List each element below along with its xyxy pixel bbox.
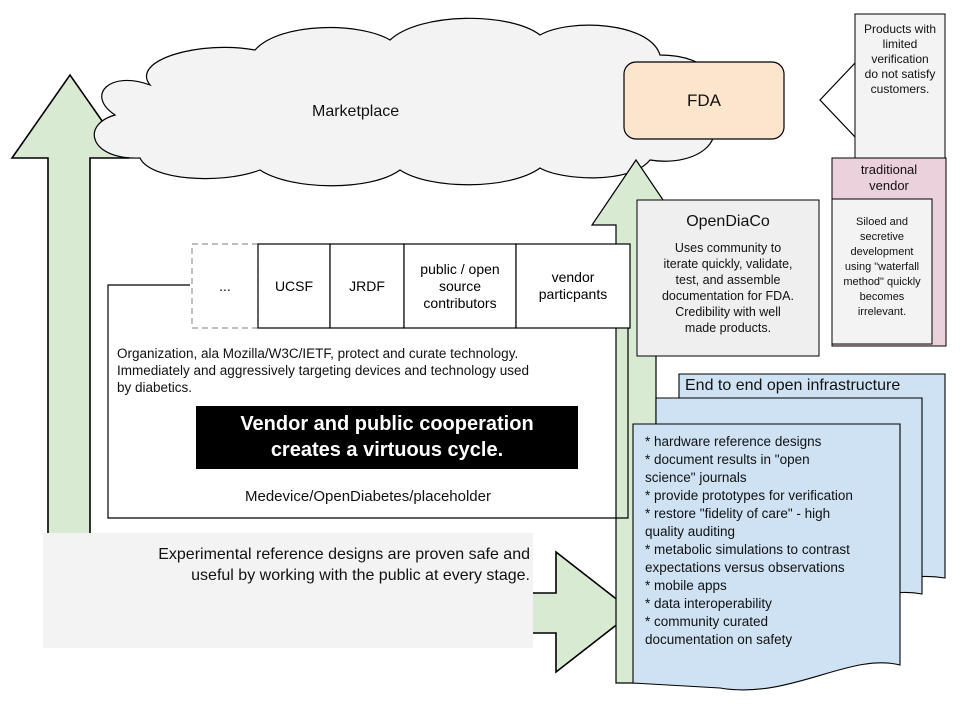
cooperation-banner: Vendor and public cooperation creates a … [240,413,534,461]
marketplace-label: Marketplace [312,103,400,120]
traditional-vendor-label: traditional vendor [860,162,918,193]
traditional-vendor-inner [831,198,933,345]
opendiaco-title: OpenDiaCo [686,213,770,230]
opendiaco-description: Uses community to iterate quickly, valid… [661,241,794,335]
marketplace-cloud [93,17,715,187]
org-name: Medevice/OpenDiabetes/placeholder [245,488,491,505]
fda-box [623,61,785,140]
org-cell-dashed-box [191,243,259,329]
org-cell-box-public [403,243,517,329]
infra-item: * provide prototypes for verification [645,488,853,503]
infra-item: * mobile apps [645,578,727,593]
infra-item: * hardware reference designs [645,434,822,449]
org-cell-ellipsis: ... [219,277,231,294]
infra-item: expectations versus observations [645,560,845,575]
org-description: Organization, ala Mozilla/W3C/IETF, prot… [117,346,529,395]
infrastructure-title: End to end open infrastructure [685,377,901,394]
infra-item: * community curated [645,614,769,629]
infra-item: * metabolic simulations to contrast [645,542,850,557]
infra-item: * data interoperability [645,596,772,611]
infra-doc-front [632,423,901,691]
org-cell-public-contributors: public / open source contributors [420,260,500,311]
cooperation-banner-bg [196,406,578,469]
org-cell-box-vendor [515,243,631,329]
infra-item: * document results in "open [645,452,810,467]
org-cell-ucsf: UCSF [274,277,314,294]
infrastructure-list: * hardware reference designs * document … [645,433,900,649]
infra-item: science" journals [645,470,747,485]
org-cell-vendor-participants: vendor particpants [538,269,608,302]
infra-item: documentation on safety [645,632,793,647]
products-note: Products with limited verification do no… [863,22,937,96]
experimental-note-bg [43,533,533,648]
infra-item: quality auditing [645,524,736,539]
infra-item: * restore "fidelity of care" - high [645,506,831,521]
org-cell-jrdf: JRDF [349,277,385,294]
opendiaco-box [636,199,820,357]
experimental-note: Experimental reference designs are prove… [158,546,530,584]
fda-label: FDA [687,91,721,110]
traditional-vendor-description: Siloed and secretive development using "… [843,216,921,318]
arrow-to-fda [819,60,857,140]
